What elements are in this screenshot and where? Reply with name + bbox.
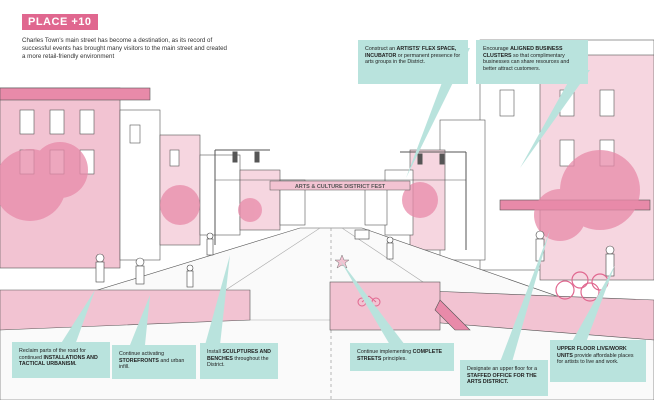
callout-flex-space: Construct an ARTISTS' FLEX SPACE, INCUBA… [358, 40, 468, 84]
street-trees [0, 142, 640, 241]
bike-racks [555, 271, 609, 302]
callout-sculptures: Install SCULPTURES AND BENCHES throughou… [200, 343, 278, 379]
car [354, 229, 370, 240]
callout-upper-floor: UPPER FLOOR LIVE/WORK UNITS provide affo… [550, 340, 646, 382]
pedestrians [95, 230, 615, 288]
callout-complete-streets: Continue implementing COMPLETE STREETS p… [350, 343, 454, 371]
traffic-signals [214, 149, 467, 250]
callout-pointers [60, 48, 615, 362]
place-badge: PLACE +10 [22, 14, 98, 30]
callout-reclaim-road: Reclaim parts of the road for continued … [12, 342, 110, 378]
festival-banner: ARTS & CULTURE DISTRICT FEST [215, 179, 466, 191]
callout-storefronts: Continue activating STOREFRONTS and urba… [112, 345, 196, 379]
intro-text: Charles Town's main street has become a … [22, 37, 227, 60]
callout-business-clusters: Encourage ALIGNED BUSINESS CLUSTERS so t… [476, 40, 588, 84]
banner-text: ARTS & CULTURE DISTRICT FEST [295, 184, 386, 190]
star-sculpture [334, 254, 350, 269]
callout-staffed-office: Designate an upper floor for a STAFFED O… [460, 360, 548, 396]
